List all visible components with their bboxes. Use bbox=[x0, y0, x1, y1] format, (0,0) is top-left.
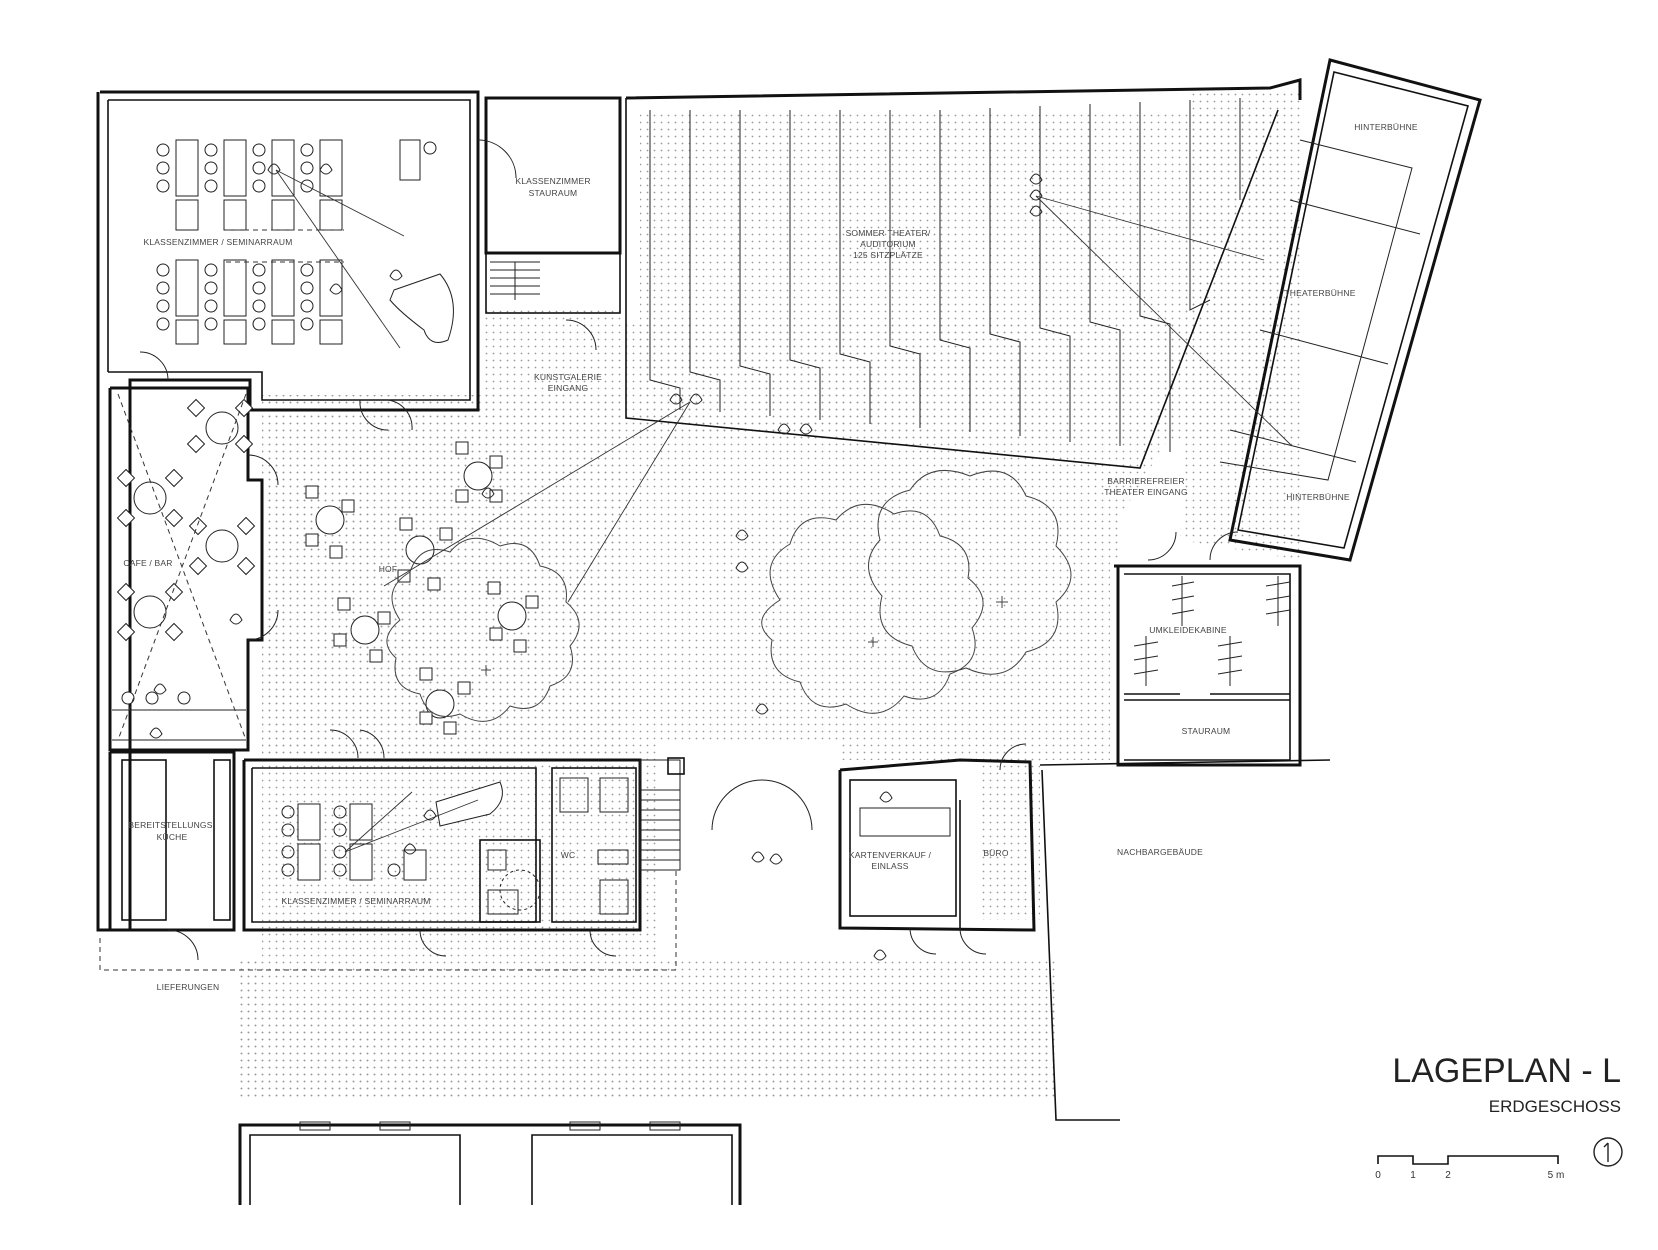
label-stauraum-1: KLASSENZIMMER bbox=[515, 176, 590, 186]
doors bbox=[139, 139, 1239, 961]
room-labels: KLASSENZIMMER / SEMINARRAUM KLASSENZIMME… bbox=[123, 122, 1418, 992]
label-hinterbuehne-top: HINTERBÜHNE bbox=[1354, 122, 1418, 132]
label-kunstgalerie-2: EINGANG bbox=[548, 383, 589, 393]
label-hinterbuehne-bottom: HINTERBÜHNE bbox=[1286, 492, 1350, 502]
label-stauraum: STAURAUM bbox=[1182, 726, 1231, 736]
label-cafe-bar: CAFE / BAR bbox=[123, 558, 172, 568]
label-klassenzimmer-top: KLASSENZIMMER / SEMINARRAUM bbox=[144, 237, 293, 247]
label-nachbargebaeude: NACHBARGEBÄUDE bbox=[1117, 847, 1203, 857]
courtyard-tables bbox=[305, 441, 539, 735]
label-kunstgalerie-1: KUNSTGALERIE bbox=[534, 372, 602, 382]
classroom-bottom-furniture bbox=[281, 781, 503, 881]
label-wc: WC bbox=[561, 850, 576, 860]
paved-courtyard bbox=[240, 90, 1300, 1100]
label-sommer-theater-3: 125 SITZPLÄTZE bbox=[853, 250, 923, 260]
trees bbox=[386, 469, 1072, 722]
scale-bar: 0 1 2 5 m bbox=[1375, 1155, 1565, 1181]
label-umkleidekabine: UMKLEIDEKABINE bbox=[1149, 625, 1227, 635]
label-sommer-theater-1: SOMMER THEATER/ bbox=[846, 228, 931, 238]
scale-tick-1: 1 bbox=[1410, 1170, 1416, 1181]
label-bereitstellung-2: KÜCHE bbox=[157, 832, 188, 842]
label-barrierefrei-2: THEATER EINGANG bbox=[1104, 487, 1188, 497]
label-barrierefrei-1: BARRIEREFREIER bbox=[1107, 476, 1184, 486]
label-sommer-theater-2: AUDITORIUM bbox=[860, 239, 916, 249]
scale-tick-2: 2 bbox=[1445, 1170, 1451, 1181]
plan-title: LAGEPLAN - L bbox=[1392, 1052, 1621, 1090]
scale-tick-0: 0 bbox=[1375, 1170, 1381, 1181]
scale-tick-5m: 5 m bbox=[1548, 1170, 1565, 1181]
classroom-top-furniture bbox=[156, 139, 454, 349]
plan-subtitle: ERDGESCHOSS bbox=[1489, 1097, 1621, 1116]
label-klassenzimmer-bottom: KLASSENZIMMER / SEMINARRAUM bbox=[282, 896, 431, 906]
label-buero: BÜRO bbox=[983, 848, 1009, 858]
cafe-tables bbox=[116, 398, 256, 705]
label-kartenverkauf-2: EINLASS bbox=[871, 861, 908, 871]
clothes-racks bbox=[1133, 576, 1291, 686]
label-kartenverkauf-1: KARTENVERKAUF / bbox=[849, 850, 932, 860]
north-arrow-icon bbox=[1593, 1137, 1623, 1167]
theatre-seating bbox=[649, 98, 1241, 452]
person-icons bbox=[149, 163, 1043, 961]
sight-lines bbox=[383, 195, 1293, 603]
label-stauraum-2: STAURAUM bbox=[529, 188, 578, 198]
label-theaterbuehne: THEATERBÜHNE bbox=[1284, 288, 1355, 298]
label-bereitstellung-1: BEREITSTELLUNGS- bbox=[128, 820, 215, 830]
label-lieferungen: LIEFERUNGEN bbox=[157, 982, 220, 992]
label-hof: HOF bbox=[379, 564, 398, 574]
building-walls bbox=[96, 58, 1482, 1205]
